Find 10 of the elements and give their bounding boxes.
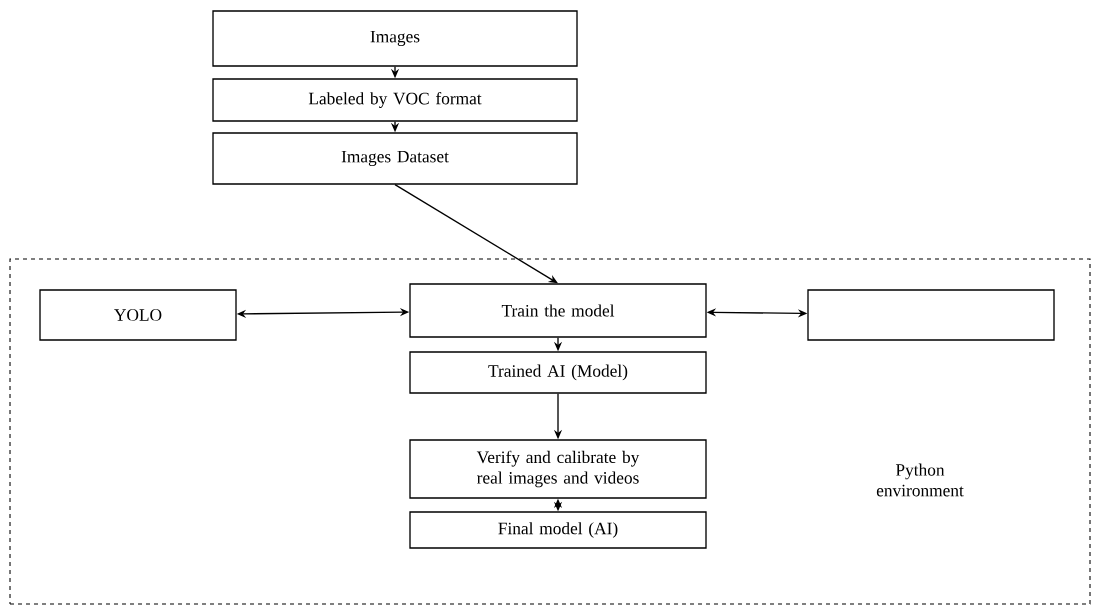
process-box: YOLO [39,289,237,341]
process-box [807,289,1055,341]
process-box: Images Dataset [212,132,578,185]
process-box: Final model (AI) [409,511,707,549]
arrow [394,183,558,284]
process-box: Images [212,10,578,67]
process-box: Train the model [409,283,707,338]
process-box: Trained AI (Model) [409,351,707,394]
process-box: Verify and calibrate by real images and videos [409,439,707,499]
process-box: Labeled by VOC format [212,78,578,122]
